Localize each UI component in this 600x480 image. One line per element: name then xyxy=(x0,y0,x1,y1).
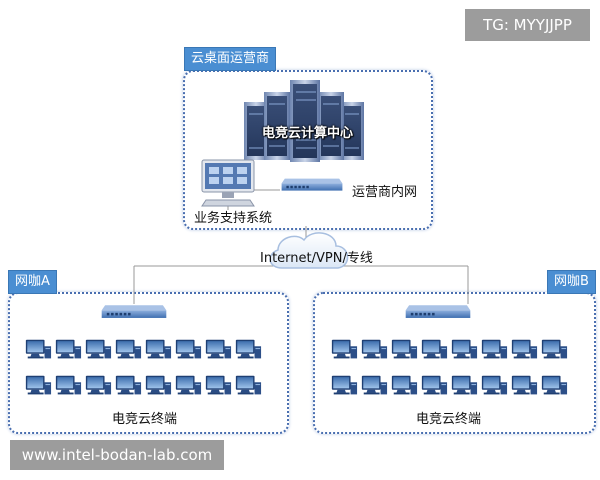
operator-label: 云桌面运营商 xyxy=(184,47,277,71)
desktop-computer-icon xyxy=(145,375,172,395)
desktop-computer-icon xyxy=(55,375,82,395)
datacenter-label: 电竞云计算中心 xyxy=(262,126,354,141)
cafe-b-label: 网咖B xyxy=(547,270,596,294)
link-label: Internet/VPN/专线 xyxy=(260,251,373,266)
tg-tag: TG: MYYJJPP xyxy=(465,9,590,41)
desktop-computer-icon xyxy=(85,375,112,395)
desktop-computer-icon xyxy=(115,339,142,359)
desktop-computer-icon xyxy=(331,375,358,395)
desktop-computer-icon xyxy=(361,339,388,359)
cloud-icon xyxy=(269,232,349,269)
desktop-computer-icon xyxy=(541,339,568,359)
watermark: www.intel-bodan-lab.com xyxy=(10,440,224,470)
cafe-a-terminals xyxy=(25,339,262,395)
desktop-computer-icon xyxy=(331,339,358,359)
desktop-computer-icon xyxy=(145,339,172,359)
desktop-computer-icon xyxy=(421,339,448,359)
desktop-computer-icon xyxy=(205,339,232,359)
desktop-computer-icon xyxy=(511,375,538,395)
desktop-computer-icon xyxy=(175,339,202,359)
desktop-computer-icon xyxy=(235,339,262,359)
desktop-computer-icon xyxy=(25,375,52,395)
cafe-a-terminal-label: 电竞云终端 xyxy=(112,412,178,427)
intranet-label: 运营商内网 xyxy=(352,185,418,200)
desktop-computer-icon xyxy=(421,375,448,395)
desktop-computer-icon xyxy=(85,339,112,359)
desktop-computer-icon xyxy=(235,375,262,395)
desktop-computer-icon xyxy=(541,375,568,395)
desktop-computer-icon xyxy=(481,339,508,359)
cafe-a-label: 网咖A xyxy=(8,270,57,294)
workstation-icon xyxy=(201,159,255,207)
desktop-computer-icon xyxy=(361,375,388,395)
network-switch-icon xyxy=(281,178,343,191)
cafe-b-terminal-label: 电竞云终端 xyxy=(416,412,482,427)
desktop-computer-icon xyxy=(55,339,82,359)
desktop-computer-icon xyxy=(391,375,418,395)
server-rack-icon xyxy=(244,80,364,162)
desktop-computer-icon xyxy=(481,375,508,395)
network-switch-icon xyxy=(101,305,471,318)
desktop-computer-icon xyxy=(25,339,52,359)
desktop-computer-icon xyxy=(391,339,418,359)
desktop-computer-icon xyxy=(451,339,478,359)
desktop-computer-icon xyxy=(205,375,232,395)
desktop-computer-icon xyxy=(175,375,202,395)
cafe-b-terminals xyxy=(331,339,568,395)
desktop-computer-icon xyxy=(511,339,538,359)
support-system-label: 业务支持系统 xyxy=(194,211,273,226)
desktop-computer-icon xyxy=(115,375,142,395)
desktop-computer-icon xyxy=(451,375,478,395)
